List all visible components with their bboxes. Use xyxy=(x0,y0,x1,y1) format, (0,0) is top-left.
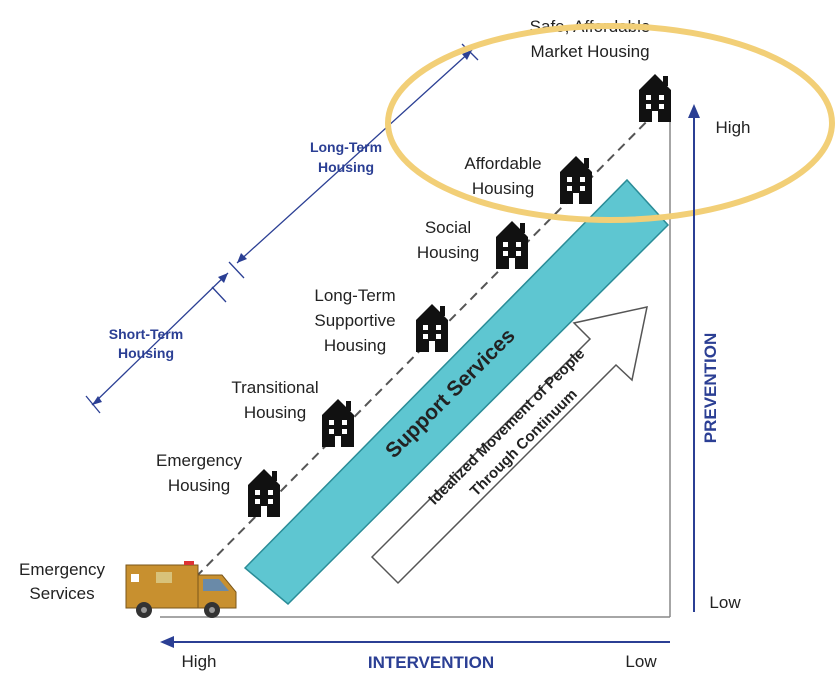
prevention-high-label: High xyxy=(716,118,751,137)
house-icon xyxy=(322,399,354,447)
emergency-services-label-line-2: Services xyxy=(29,584,94,603)
social-housing-label-line-2: Housing xyxy=(417,243,479,262)
house-icon xyxy=(416,304,448,352)
range-arrowhead xyxy=(462,50,472,60)
house-icon xyxy=(560,156,592,204)
long-term-supportive-label-line-3: Housing xyxy=(324,336,386,355)
movement-arrow xyxy=(370,306,648,585)
emergency-services-label-line-1: Emergency xyxy=(19,560,105,579)
affordable-housing-label-line-2: Housing xyxy=(472,179,534,198)
range-arrowhead xyxy=(218,273,228,283)
short-term-label-line-2: Housing xyxy=(118,345,174,361)
prevention-arrowhead xyxy=(688,104,700,118)
long-term-supportive-label-line-1: Long-Term xyxy=(314,286,395,305)
long-term-supportive-label-line-2: Supportive xyxy=(314,311,395,330)
long-term-label-line-1: Long-Term xyxy=(310,139,382,155)
intervention-axis-label: INTERVENTION xyxy=(368,653,494,672)
transitional-housing-label-line-2: Housing xyxy=(244,403,306,422)
intervention-low-label: Low xyxy=(625,652,657,671)
range-tick xyxy=(211,286,227,303)
highlight-ellipse xyxy=(385,23,835,223)
market-housing-label-line-2: Market Housing xyxy=(530,42,649,61)
long-term-range-line xyxy=(236,49,473,264)
house-icon xyxy=(639,74,671,122)
emergency-housing-label-line-1: Emergency xyxy=(156,451,242,470)
short-term-label-line-1: Short-Term xyxy=(109,326,183,342)
affordable-housing-label-line-1: Affordable xyxy=(464,154,541,173)
short-term-range-line xyxy=(91,272,229,406)
house-icon xyxy=(248,469,280,517)
support-services-band xyxy=(243,178,670,606)
prevention-axis-label: PREVENTION xyxy=(701,333,720,444)
prevention-low-label: Low xyxy=(709,593,741,612)
long-term-label-line-2: Housing xyxy=(318,159,374,175)
house-icon xyxy=(496,221,528,269)
intervention-high-label: High xyxy=(182,652,217,671)
range-arrowhead xyxy=(92,396,102,405)
range-arrowhead xyxy=(237,253,247,263)
emergency-housing-label-line-2: Housing xyxy=(168,476,230,495)
ambulance-truck-icon xyxy=(125,561,237,618)
social-housing-label-line-1: Social xyxy=(425,218,471,237)
range-tick xyxy=(228,261,245,279)
intervention-arrowhead xyxy=(160,636,174,648)
transitional-housing-label-line-1: Transitional xyxy=(231,378,318,397)
